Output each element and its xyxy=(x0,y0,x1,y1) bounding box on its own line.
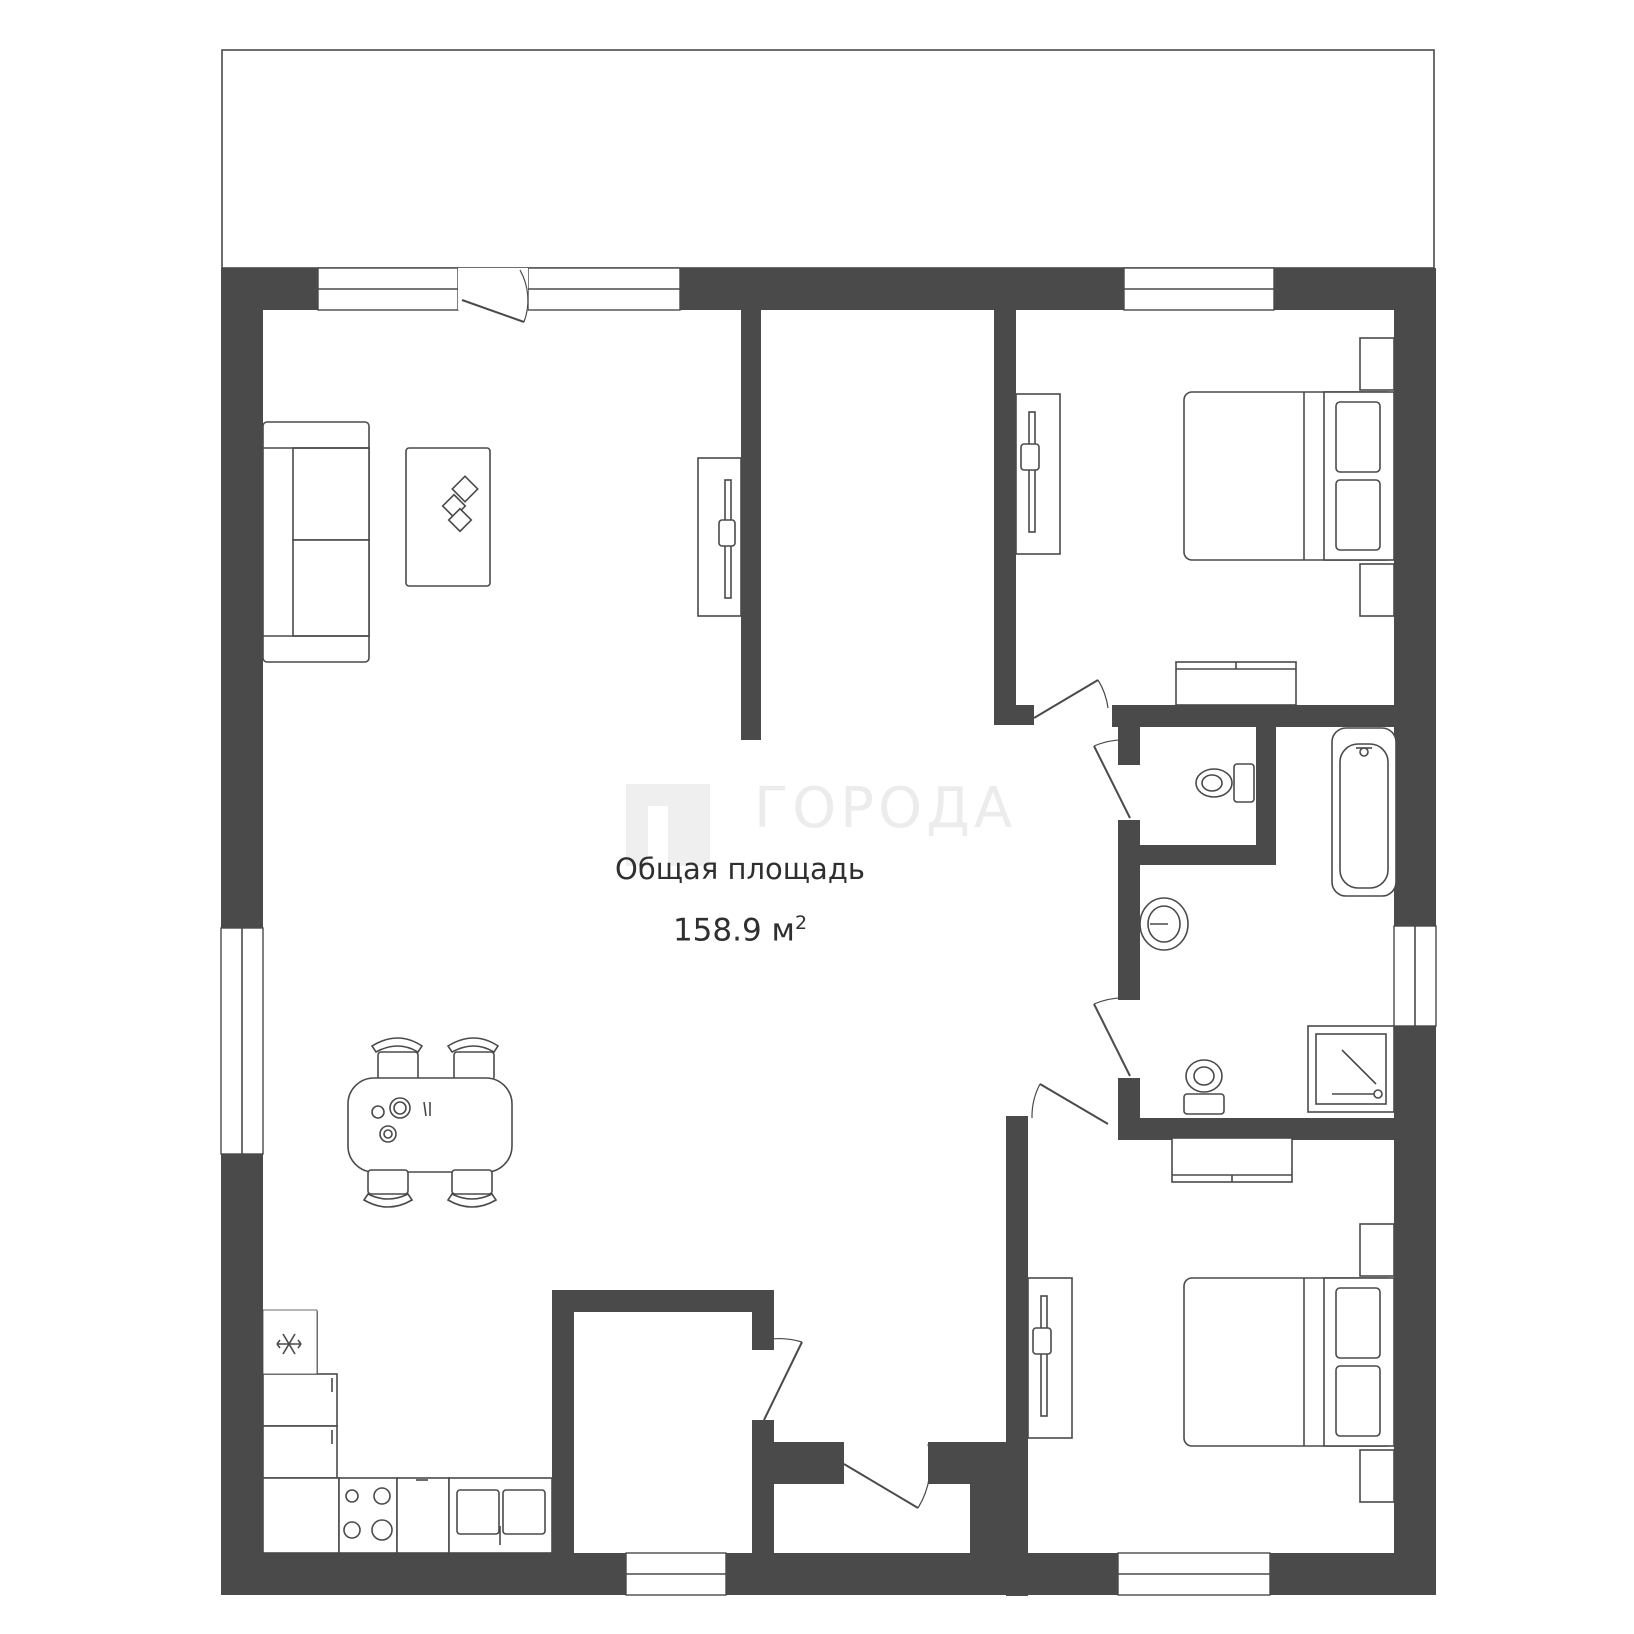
dresser-bedroom-1 xyxy=(1175,661,1297,706)
washbasin xyxy=(1139,897,1189,951)
tv-stand-living xyxy=(697,457,742,617)
logo-icon xyxy=(626,784,710,866)
bed-2 xyxy=(1183,1223,1395,1503)
bathtub xyxy=(1331,727,1397,897)
bed-1 xyxy=(1183,337,1395,617)
tv-stand-bedroom-2 xyxy=(1027,1277,1073,1439)
shower xyxy=(1307,1025,1395,1113)
doors xyxy=(763,679,1131,1509)
dining-set xyxy=(347,1037,513,1208)
snowflake-icon xyxy=(276,1333,302,1355)
total-area-number: 158.9 м xyxy=(672,912,795,949)
total-area-title: Общая площадь xyxy=(615,852,865,886)
total-area-value: 158.9 м2 xyxy=(540,912,940,948)
total-area-unit-superscript: 2 xyxy=(794,912,808,934)
toilet-2 xyxy=(1183,1059,1225,1115)
fridge xyxy=(262,1309,318,1375)
interior-walls xyxy=(552,300,1406,1596)
windows xyxy=(220,267,1437,1596)
sofa xyxy=(262,421,370,663)
tv-stand-bedroom-1 xyxy=(1015,393,1061,555)
toilet-1 xyxy=(1195,763,1255,803)
watermark-text: ГОРОДА xyxy=(754,776,1017,841)
dresser-bedroom-2 xyxy=(1171,1137,1293,1183)
coffee-table xyxy=(405,447,491,587)
terrace-outline xyxy=(221,49,1435,269)
